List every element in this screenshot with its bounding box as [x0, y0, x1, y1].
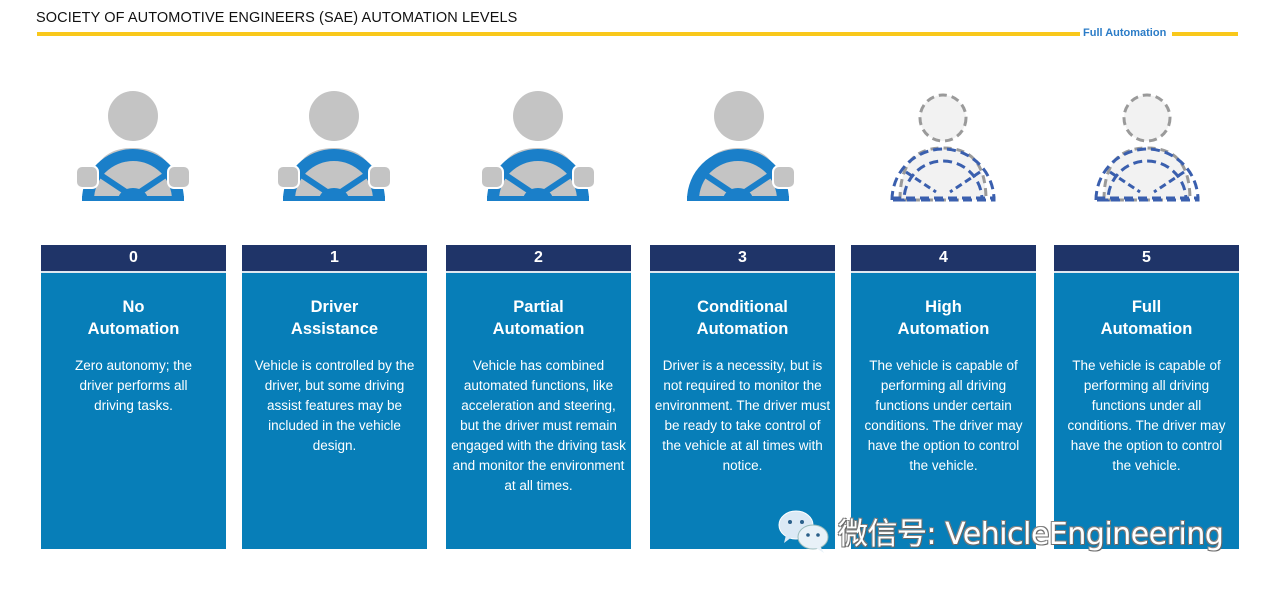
- level-card-3: 3 Conditional Automation Driver is a nec…: [650, 245, 835, 549]
- level-body: No Automation Zero autonomy; the driver …: [41, 273, 226, 549]
- watermark-text: 微信号: VehicleEngineering: [838, 517, 1224, 552]
- level-description: Vehicle is controlled by the driver, but…: [254, 358, 415, 453]
- level-body: Partial Automation Vehicle has combined …: [446, 273, 631, 549]
- level-body: Full Automation The vehicle is capable o…: [1054, 273, 1239, 549]
- level-title-line2: Assistance: [290, 320, 379, 338]
- driver-two-hands-on-wheel-icon: [276, 91, 392, 201]
- level-number: 4: [851, 245, 1036, 273]
- level-title-line2: Automation: [492, 320, 585, 338]
- level-card-0: 0 No Automation Zero autonomy; the drive…: [41, 245, 226, 549]
- level-number: 3: [650, 245, 835, 273]
- driver-two-hands-on-wheel-icon: [75, 91, 191, 201]
- watermark: 微信号: VehicleEngineering: [776, 508, 1224, 554]
- level-title: Conditional Automation: [650, 296, 835, 340]
- level-title-line1: Full: [1131, 298, 1162, 316]
- driver-one-hand-on-wheel-icon: [687, 91, 796, 201]
- level-title-line2: Automation: [696, 320, 789, 338]
- level-title-line1: Driver: [310, 298, 359, 316]
- scale-rule: [37, 32, 1080, 36]
- level-card-5: 5 Full Automation The vehicle is capable…: [1054, 245, 1239, 549]
- level-body: High Automation The vehicle is capable o…: [851, 273, 1036, 549]
- level-title-line1: Partial: [513, 298, 564, 316]
- level-title: No Automation: [41, 296, 226, 340]
- level-description: Zero autonomy; the driver performs all d…: [74, 358, 193, 413]
- level-number: 5: [1054, 245, 1239, 273]
- level-title: Driver Assistance: [242, 296, 427, 340]
- level-description: The vehicle is capable of performing all…: [1067, 358, 1226, 473]
- level-description: Vehicle has combined automated functions…: [451, 358, 626, 493]
- wechat-icon: [778, 510, 829, 553]
- level-body: Driver Assistance Vehicle is controlled …: [242, 273, 427, 549]
- level-title: Full Automation: [1054, 296, 1239, 340]
- level-description: The vehicle is capable of performing all…: [864, 358, 1023, 473]
- level-number: 0: [41, 245, 226, 273]
- level-card-2: 2 Partial Automation Vehicle has combine…: [446, 245, 631, 549]
- page-title: SOCIETY OF AUTOMOTIVE ENGINEERS (SAE) AU…: [36, 10, 518, 26]
- driver-two-hands-on-wheel-icon: [480, 91, 596, 201]
- level-card-1: 1 Driver Assistance Vehicle is controlle…: [242, 245, 427, 549]
- level-number: 1: [242, 245, 427, 273]
- level-title: High Automation: [851, 296, 1036, 340]
- level-card-4: 4 High Automation The vehicle is capable…: [851, 245, 1036, 549]
- level-title-line1: High: [925, 298, 962, 316]
- dashed-driver-outline-icon: [1094, 93, 1200, 202]
- level-title: Partial Automation: [446, 296, 631, 340]
- full-automation-label: Full Automation: [1083, 27, 1167, 39]
- level-title-line2: Automation: [87, 320, 180, 338]
- level-description: Driver is a necessity, but is not requir…: [654, 358, 831, 473]
- level-title-line2: Automation: [897, 320, 990, 338]
- level-title-line1: No: [122, 298, 145, 316]
- level-number: 2: [446, 245, 631, 273]
- dashed-driver-outline-icon: [890, 93, 996, 202]
- level-title-line2: Automation: [1100, 320, 1193, 338]
- scale-rule-end: [1172, 32, 1238, 36]
- level-body: Conditional Automation Driver is a neces…: [650, 273, 835, 549]
- level-title-line1: Conditional: [697, 298, 788, 316]
